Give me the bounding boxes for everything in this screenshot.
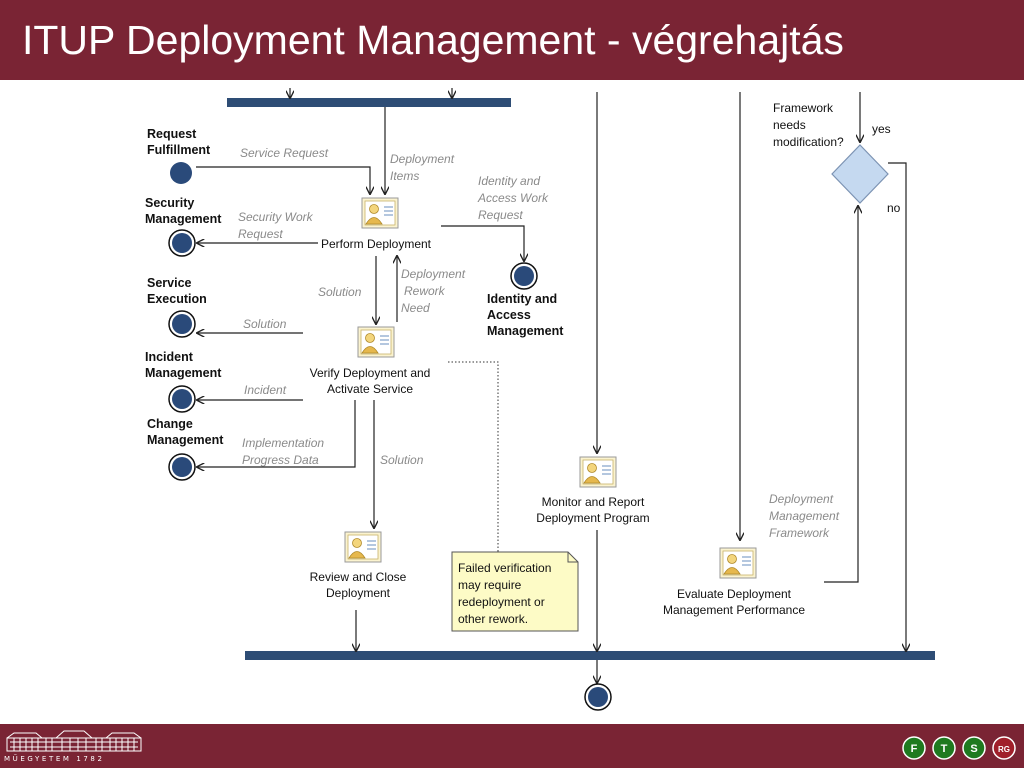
evaluate-performance-icon bbox=[719, 547, 757, 579]
note-connector bbox=[448, 361, 499, 552]
join-bar-bottom bbox=[245, 651, 935, 660]
footer-bar: MŰEGYETEM 1782 bbox=[0, 724, 1024, 768]
review-close-icon bbox=[344, 531, 382, 563]
monitor-report-icon bbox=[579, 456, 617, 488]
flow-lines bbox=[196, 88, 906, 683]
verify-deployment-icon bbox=[357, 326, 395, 358]
fork-bar-top bbox=[227, 98, 511, 107]
failed-verification-note bbox=[451, 551, 579, 632]
svg-text:RG: RG bbox=[998, 745, 1010, 754]
flow-label-service-request: Service Request bbox=[240, 146, 329, 160]
svg-text:S: S bbox=[970, 743, 977, 755]
flow-label-solution-service: Solution bbox=[243, 317, 287, 331]
decision-no-label: no bbox=[887, 201, 901, 215]
lane-node-incident-management bbox=[168, 385, 196, 413]
department-logos: F T S RG bbox=[902, 736, 1016, 760]
lane-node-change-management bbox=[168, 453, 196, 481]
logo-f-icon: F bbox=[902, 736, 926, 760]
flow-label-incident: Incident bbox=[244, 383, 287, 397]
activity-label-perform-deployment: Perform Deployment bbox=[321, 237, 432, 251]
svg-text:F: F bbox=[911, 743, 918, 755]
svg-text:T: T bbox=[941, 743, 948, 755]
lane-node-request-fulfillment bbox=[170, 162, 192, 184]
logo-rg-icon: RG bbox=[992, 736, 1016, 760]
lane-node-service-execution bbox=[168, 310, 196, 338]
logo-t-icon: T bbox=[932, 736, 956, 760]
perform-deployment-icon bbox=[361, 197, 399, 229]
header-bar: ITUP Deployment Management - végrehajtás bbox=[0, 0, 1024, 80]
decision-yes-label: yes bbox=[872, 122, 891, 136]
final-node bbox=[584, 683, 612, 711]
flow-label-solution-review: Solution bbox=[380, 453, 424, 467]
university-building-logo bbox=[6, 730, 142, 752]
decision-diamond bbox=[831, 144, 889, 204]
flow-label-solution-down: Solution bbox=[318, 285, 362, 299]
slide-title: ITUP Deployment Management - végrehajtás bbox=[22, 17, 844, 63]
logo-s-icon: S bbox=[962, 736, 986, 760]
university-caption: MŰEGYETEM 1782 bbox=[4, 755, 105, 763]
lane-node-security-management bbox=[168, 229, 196, 257]
lane-node-identity-access bbox=[510, 262, 538, 290]
